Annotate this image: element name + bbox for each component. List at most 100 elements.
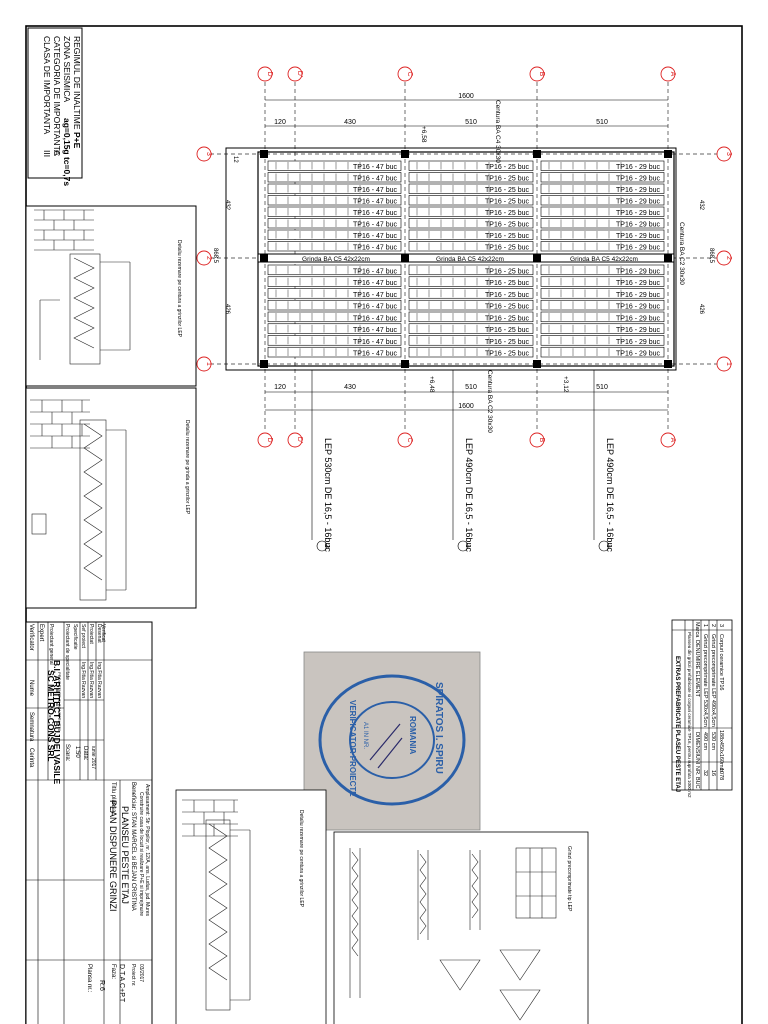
joist-strip: [408, 229, 534, 240]
class-row-0-label: CLASA DE IMPORTANTA: [42, 36, 52, 135]
joist-label: TP16 - 47 buc: [353, 164, 397, 171]
joist-strip: [408, 195, 534, 206]
stamp-country: ROMANIA: [408, 716, 417, 754]
extract-r0-c2: 490 cm: [702, 732, 708, 750]
class-row-1-label: CATEGORIA DE IMPORTANTA: [52, 36, 62, 156]
joist-strip: [267, 311, 402, 323]
joist-strip: [408, 241, 534, 252]
joist-label: TP16 - 29 buc: [616, 280, 660, 287]
joist-strip: [267, 218, 402, 229]
dim-span-1-bot: 430: [344, 384, 356, 391]
dim-span-3-bot: 510: [596, 384, 608, 391]
centura-right: Centura BA C2 30x30: [678, 222, 685, 285]
extract-r2-c3: 1078: [718, 768, 724, 780]
joist-label: TP16 - 47 buc: [353, 233, 397, 240]
lep-callout-2: LEP 490cm DE 16,5 - 16buc: [605, 438, 615, 552]
tb-cerinta: Cerinta: [28, 748, 34, 768]
joist-label: TP16 - 47 buc: [353, 315, 397, 322]
joist-strip: [540, 218, 665, 229]
axis-bot-D: D: [266, 437, 273, 442]
joist-strip: [540, 311, 665, 323]
axis-right-1: 1: [725, 362, 732, 366]
tb-object: Construire casa de locuit si realizare P…: [138, 792, 144, 916]
lep-callout-0: LEP 530cm DE 16,5 - 16buc: [323, 438, 333, 552]
stamp-top: SPIRATOS I. SPIRU: [433, 682, 444, 774]
joist-strip: [408, 299, 534, 311]
dim-span-2-top: 510: [465, 119, 477, 126]
joist-label: TP16 - 29 buc: [616, 315, 660, 322]
joist-label: TP16 - 29 buc: [616, 176, 660, 183]
joist-strip: [408, 218, 534, 229]
extract-r2-c1: Corpuri ceramice TP16: [718, 634, 724, 690]
tb-scale: 1:50: [74, 746, 80, 758]
verifier-stamp: SPIRATOS I. SPIRU ROMANIA A1 IN NR. VERI…: [303, 651, 481, 831]
joist-label: TP16 - 47 buc: [353, 339, 397, 346]
tb-proiect: 03/2017: [138, 964, 144, 982]
joist-strip: [408, 206, 534, 217]
tb-name: Nume: [28, 680, 34, 697]
dim-span-3-top: 510: [596, 119, 608, 126]
axis-top-D2: D': [296, 71, 303, 77]
joist-strip: [267, 195, 402, 206]
joist-label: TP16 - 25 buc: [485, 339, 529, 346]
dim-span-0-top: 120: [274, 119, 286, 126]
joist-strip: [267, 276, 402, 287]
detail-2: Detaliu rezemare pe grinda a grinzilor L…: [25, 387, 197, 609]
extract-r2-c2: 188x450x160mm: [718, 730, 724, 773]
joist-strip: [540, 229, 665, 240]
extract-r0-c3: 32: [702, 770, 708, 776]
side-dim-right-2: 426: [698, 304, 704, 315]
joist-label: TP16 - 29 buc: [616, 327, 660, 334]
tb-date-label: Data:: [82, 746, 88, 761]
extract-h-1: DENUMIRE ELEMENT: [694, 640, 700, 697]
axis-top-D: D: [266, 71, 273, 76]
joist-label: TP16 - 29 buc: [616, 304, 660, 311]
elev-top: +6,58: [420, 126, 427, 143]
axis-left-2: 2: [205, 256, 212, 260]
extract-h-2: DIMENSIUNI: [694, 732, 700, 765]
axis-top-C: C: [406, 71, 413, 76]
tb-faza-label: Faza:: [110, 964, 116, 979]
joist-strip: [267, 299, 402, 311]
class-row-2-value: ag=0,15g tc=0,7s: [62, 118, 72, 186]
joist-strip: [267, 183, 402, 194]
joist-strip: [267, 160, 402, 171]
joist-strip: [408, 264, 534, 276]
joist-label: TP16 - 47 buc: [353, 304, 397, 311]
joist-strip: [540, 323, 665, 334]
joist-label: TP16 - 47 buc: [353, 268, 397, 275]
class-row-1-value: C: [52, 150, 62, 156]
beam-label-1: Grinda BA C5 42x22cm: [436, 256, 504, 263]
tb-name-0: Ing.Fitia Razvan: [80, 662, 86, 698]
joist-label: TP16 - 29 buc: [616, 339, 660, 346]
joist-label: TP16 - 29 buc: [616, 210, 660, 217]
detail-3-title: Detaliu rezemare pe centura a grinzilor …: [298, 810, 304, 908]
joist-label: TP16 - 25 buc: [485, 280, 529, 287]
joist-strip: [267, 229, 402, 240]
tb-location: Amplasament: Str. Plopilor, nr. 12/A, an…: [144, 784, 150, 917]
joist-strip: [408, 335, 534, 346]
tb-role-5: Desenat: [96, 624, 102, 643]
joist-strip: [540, 195, 665, 206]
joist-strip: [267, 264, 402, 276]
dim-span-2-bot: 510: [465, 384, 477, 391]
joist-label: TP16 - 25 buc: [485, 245, 529, 252]
tb-proiect-label: Proiect nr.: [130, 964, 136, 987]
joist-strip: [540, 241, 665, 252]
joist-strip: [540, 264, 665, 276]
joist-strip: [408, 323, 534, 334]
extract-table: EXTRAS PREFABRICATE PLASEU PESTE ETAJ Pl…: [671, 619, 733, 798]
tb-sign: Semnatura: [28, 712, 34, 742]
axis-left-3: 3: [205, 152, 212, 156]
joist-label: TP16 - 25 buc: [485, 199, 529, 206]
axis-bot-A: A: [669, 438, 676, 443]
joist-strip: [408, 276, 534, 287]
joist-strip: [408, 346, 534, 358]
tb-faza: D.T.A.C+P.T: [118, 964, 125, 1003]
joist-label: TP16 - 25 buc: [485, 222, 529, 229]
extract-title: EXTRAS PREFABRICATE PLASEU PESTE ETAJ: [674, 656, 680, 792]
joist-label: TP16 - 25 buc: [485, 292, 529, 299]
joist-strip: [267, 323, 402, 334]
axis-bot-D2: D': [296, 437, 303, 443]
